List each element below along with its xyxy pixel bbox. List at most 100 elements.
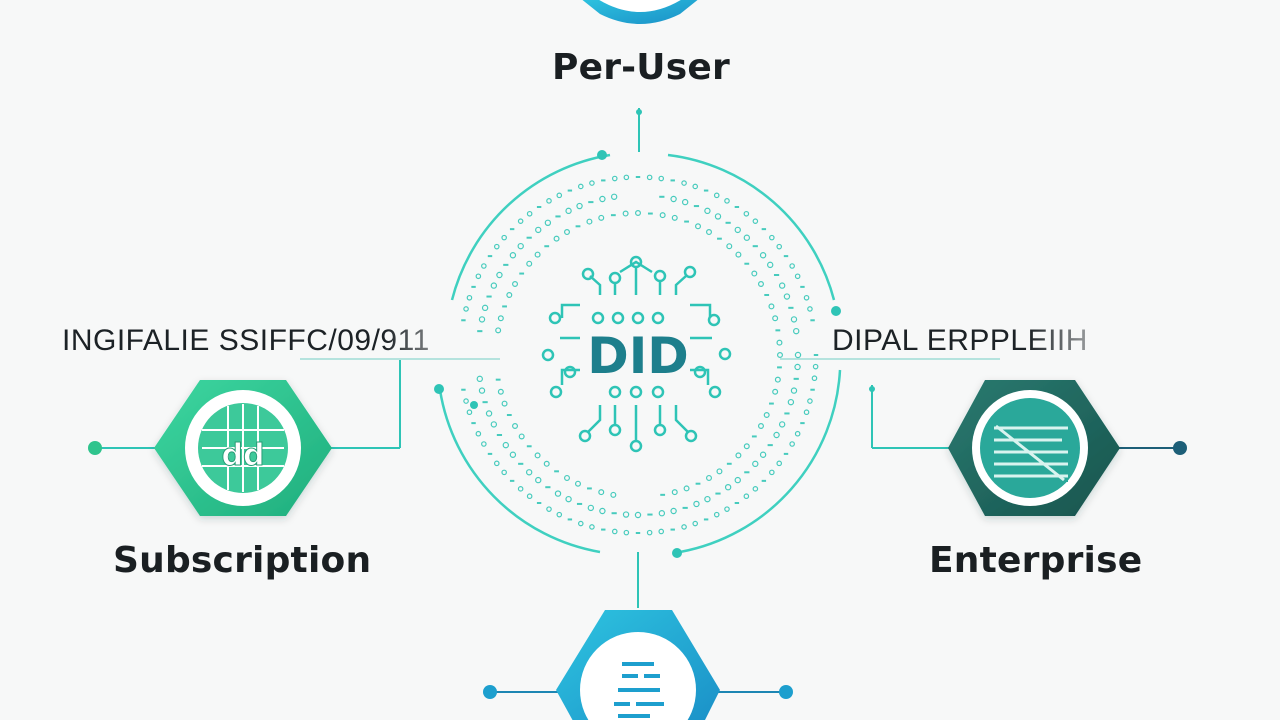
ring-mark [466, 409, 473, 416]
ring-mark [610, 491, 617, 498]
ring-mark [768, 303, 775, 310]
ring-mark [773, 431, 780, 439]
ring-mark [577, 520, 584, 527]
ring-mark [493, 243, 500, 250]
ring-mark [622, 511, 630, 518]
ring-mark [501, 234, 507, 241]
ring-mark [555, 215, 561, 218]
ring-mark [773, 274, 780, 276]
ring-mark [575, 225, 581, 228]
ring-mark [461, 388, 466, 391]
ring-mark [807, 398, 813, 404]
ring-mark [790, 316, 798, 323]
ring-mark [526, 493, 533, 500]
ring-mark [534, 251, 541, 258]
ring-mark [475, 273, 482, 280]
ring-mark [496, 271, 503, 279]
ring-mark [752, 218, 759, 224]
ring-mark [726, 243, 733, 250]
ring-mark [766, 261, 774, 269]
ring-mark [495, 327, 502, 334]
ring-mark [461, 319, 466, 322]
ring-mark [496, 434, 503, 436]
ring-mark [658, 175, 665, 182]
ring-mark [681, 198, 689, 206]
ring-mark [693, 500, 700, 508]
ring-mark [713, 192, 720, 199]
ring-mark [767, 444, 773, 447]
ring-mark [611, 175, 618, 182]
ring-mark [475, 430, 482, 437]
ring-mark [478, 387, 486, 394]
ring-mark [576, 202, 583, 210]
ring-mark [622, 210, 629, 217]
ring-mark [586, 218, 593, 225]
ring-mark [601, 528, 606, 531]
ring-mark [518, 462, 524, 465]
ring-mark [611, 512, 617, 515]
ring-mark [684, 220, 689, 223]
ring-mark [670, 179, 675, 182]
bottom-node [483, 552, 793, 720]
ring-mark [704, 495, 711, 503]
ring-mark [554, 470, 559, 473]
ring-mark [769, 234, 775, 241]
ring-mark [778, 282, 786, 289]
ring-mark [790, 387, 798, 394]
ring-mark [682, 506, 688, 509]
ring-mark [757, 423, 764, 430]
ring-mark [598, 214, 605, 221]
ring-mark [734, 502, 740, 505]
ring-mark [565, 495, 572, 503]
ring-mark [635, 176, 641, 178]
ring-mark [526, 210, 533, 217]
ring-mark [764, 293, 770, 296]
ring-mark [599, 195, 606, 203]
ring-mark [693, 205, 700, 208]
ring-mark [634, 511, 642, 519]
ring-mark [671, 214, 678, 221]
ring-mark [724, 506, 730, 512]
ring-mark [800, 422, 805, 425]
ring-mark [752, 245, 758, 248]
ring-mark [681, 524, 687, 530]
ring-mark [683, 485, 690, 492]
ring-mark [772, 388, 779, 395]
ring-mark [757, 281, 764, 288]
ring-mark [752, 460, 759, 468]
ring-mark [784, 412, 790, 415]
ring-mark [463, 398, 469, 404]
ring-mark [761, 479, 767, 482]
ring-mark [463, 306, 469, 312]
ring-mark [810, 319, 815, 322]
ring-mark [793, 377, 799, 380]
ring-mark [477, 330, 483, 333]
ring-mark [490, 282, 498, 289]
ring-mark [481, 304, 489, 312]
ring-mark [703, 518, 709, 521]
ring-mark [713, 511, 720, 518]
ring-mark [793, 327, 800, 335]
ring-mark [752, 486, 759, 492]
ring-mark [610, 214, 616, 217]
ring-mark [536, 205, 542, 208]
ring-mark [751, 270, 758, 277]
ring-mark [526, 445, 532, 448]
ring-mark [634, 210, 641, 217]
ring-mark [788, 306, 794, 309]
ring-mark [601, 179, 606, 182]
ring-mark [659, 195, 665, 198]
ring-mark [610, 193, 618, 200]
ring-mark [811, 375, 818, 382]
ring-mark [813, 354, 819, 356]
ring-mark [502, 305, 507, 308]
right-side-caption: DIPAL ERPPLEIIH [832, 324, 1118, 358]
ring-mark [705, 229, 712, 236]
ring-mark [670, 528, 675, 531]
ring-mark [658, 528, 665, 535]
ring-mark [497, 315, 504, 322]
ring-mark [660, 493, 666, 496]
ring-mark [681, 180, 687, 186]
ring-mark [509, 228, 515, 231]
ring-mark [589, 180, 595, 186]
